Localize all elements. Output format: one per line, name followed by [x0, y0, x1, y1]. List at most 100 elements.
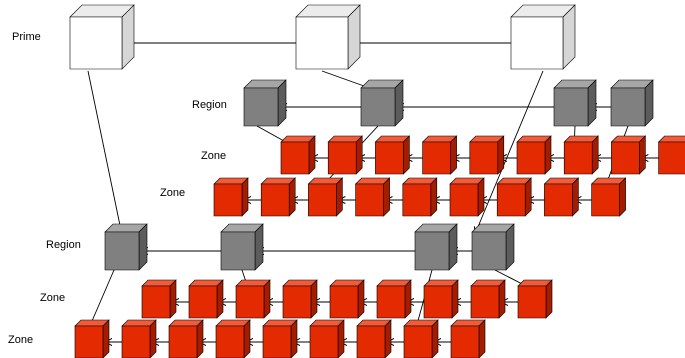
- zone-cube-row1-9-front-face: [658, 141, 685, 175]
- zone-cube-row3-2-side-face: [216, 279, 224, 319]
- region-cube-top-2-side-face: [394, 79, 404, 127]
- label-layer: Prime Region Zone Zone Region Zone Zone: [8, 31, 227, 346]
- zone-cube-row3-5-side-face: [357, 279, 365, 319]
- region-cube-top-2-front-face: [360, 87, 396, 127]
- prime-cube-2-front-face: [295, 16, 349, 70]
- zone-cube-row2-4: [354, 177, 391, 217]
- zone-cube-row4-1-front-face: [74, 325, 104, 358]
- zone-cube-row4-5: [262, 319, 298, 358]
- zone-cube-row1-1-front-face: [280, 141, 310, 175]
- zone-cube-row1-9: [657, 135, 685, 175]
- zone-cube-row2-5: [402, 177, 438, 217]
- region-cube-bottom-4-front-face: [471, 231, 507, 271]
- zone-cube-row2-7-front-face: [496, 183, 526, 217]
- zone-cube-row4-8: [403, 319, 439, 358]
- region-cube-bottom-4-side-face: [505, 223, 515, 271]
- zone-cube-row4-4-side-face: [243, 319, 251, 358]
- zone-cube-row1-7: [563, 135, 599, 175]
- zone-cube-row4-6-side-face: [337, 319, 345, 358]
- zone-cube-row4-8-front-face: [403, 325, 433, 358]
- zone-label-top-1: Zone: [201, 150, 226, 162]
- region-cube-bottom-2-front-face: [220, 231, 256, 271]
- zone-cube-row2-1-side-face: [241, 177, 249, 217]
- zone-cube-row3-8: [470, 279, 506, 319]
- zone-cube-row3-9: [517, 279, 553, 319]
- region-label-bottom: Region: [46, 239, 81, 251]
- zone-cube-row1-6: [516, 135, 552, 175]
- zone-cube-row2-8-side-face: [572, 177, 579, 217]
- zone-cube-row4-2: [121, 319, 157, 358]
- zone-cube-row1-4-side-face: [450, 135, 457, 175]
- region-cube-top-1-front-face: [243, 87, 279, 127]
- zone-cube-row3-5: [329, 279, 365, 319]
- zone-cube-row2-5-front-face: [402, 183, 432, 217]
- prime-cube-1: [69, 4, 135, 70]
- zone-cube-row3-3: [235, 279, 271, 319]
- region-cube-bottom-3-front-face: [414, 231, 450, 271]
- region-cube-top-4-front-face: [610, 87, 646, 127]
- zone-cube-row1-4-front-face: [422, 141, 451, 175]
- zone-cube-row1-2: [327, 135, 363, 175]
- zone-cube-row3-8-side-face: [498, 279, 506, 319]
- zone-cube-row2-8: [543, 177, 580, 217]
- zone-cube-row2-2-front-face: [260, 183, 290, 217]
- zone-cube-row1-8-front-face: [611, 141, 640, 175]
- zone-cube-row2-6-front-face: [449, 183, 479, 217]
- zone-cube-row3-6: [376, 279, 412, 319]
- zone-cube-row3-4-side-face: [310, 279, 318, 319]
- zone-cube-row4-7-front-face: [356, 325, 386, 358]
- prime-cube-2: [295, 4, 361, 70]
- zone-cube-row2-6-side-face: [477, 177, 485, 217]
- zone-label-top-2: Zone: [160, 187, 185, 199]
- region-cube-bottom-2-side-face: [254, 223, 264, 271]
- region-cube-top-3-front-face: [553, 87, 589, 127]
- zone-cube-row2-4-front-face: [355, 183, 384, 217]
- zone-cube-row2-3: [307, 177, 344, 217]
- zone-cube-row4-1: [74, 319, 110, 358]
- zone-cube-row2-1: [213, 177, 249, 217]
- zone-cube-row4-6-front-face: [309, 325, 339, 358]
- zone-cube-row1-5-front-face: [469, 141, 499, 175]
- zone-cube-row4-9-side-face: [478, 319, 486, 358]
- zone-cube-row2-9-front-face: [591, 183, 620, 217]
- zone-cube-row3-2: [188, 279, 224, 319]
- zone-cube-row3-2-front-face: [188, 285, 218, 319]
- zone-cube-row2-8-front-face: [544, 183, 573, 217]
- region-cube-bottom-1: [104, 223, 148, 271]
- zone-cube-row1-5-side-face: [497, 135, 505, 175]
- zone-cube-row2-2: [260, 177, 296, 217]
- zone-cube-row4-4-front-face: [215, 325, 245, 358]
- region-label-top: Region: [192, 99, 227, 111]
- zone-cube-row2-2-side-face: [288, 177, 296, 217]
- zone-cube-row1-9-top-face: [657, 135, 685, 143]
- zone-cube-row3-3-front-face: [235, 285, 265, 319]
- zone-cube-row1-3-side-face: [403, 135, 410, 175]
- zone-label-bottom-2: Zone: [8, 334, 33, 346]
- zone-cube-row3-7-side-face: [451, 279, 459, 319]
- region-cube-bottom-3: [414, 223, 458, 271]
- connector-prime3-region: [475, 70, 544, 234]
- prime-cube-1-front-face: [69, 16, 123, 70]
- zone-cube-row1-5: [469, 135, 505, 175]
- region-cube-top-1-side-face: [277, 79, 287, 127]
- zone-label-bottom-1: Zone: [40, 292, 65, 304]
- zone-cube-row4-7-side-face: [384, 319, 392, 358]
- region-cube-bottom-1-front-face: [104, 231, 140, 271]
- zone-cube-row1-8: [610, 135, 647, 175]
- zone-cube-row4-6: [309, 319, 345, 358]
- zone-cube-row2-9-side-face: [619, 177, 626, 217]
- prime-cube-3: [510, 4, 576, 70]
- zone-cube-row4-3: [168, 319, 204, 358]
- zone-cube-row3-4-front-face: [282, 285, 312, 319]
- region-cube-bottom-4: [471, 223, 515, 271]
- zone-cube-row3-9-front-face: [517, 285, 547, 319]
- region-cube-top-3-side-face: [587, 79, 597, 127]
- region-cube-top-3: [553, 79, 597, 127]
- zone-cube-row3-9-side-face: [545, 279, 553, 319]
- zone-cube-row4-5-side-face: [290, 319, 298, 358]
- zone-cube-row3-6-front-face: [376, 285, 406, 319]
- zone-cube-row1-2-front-face: [327, 141, 357, 175]
- zone-cube-row4-2-side-face: [149, 319, 157, 358]
- region-cube-top-2: [360, 79, 404, 127]
